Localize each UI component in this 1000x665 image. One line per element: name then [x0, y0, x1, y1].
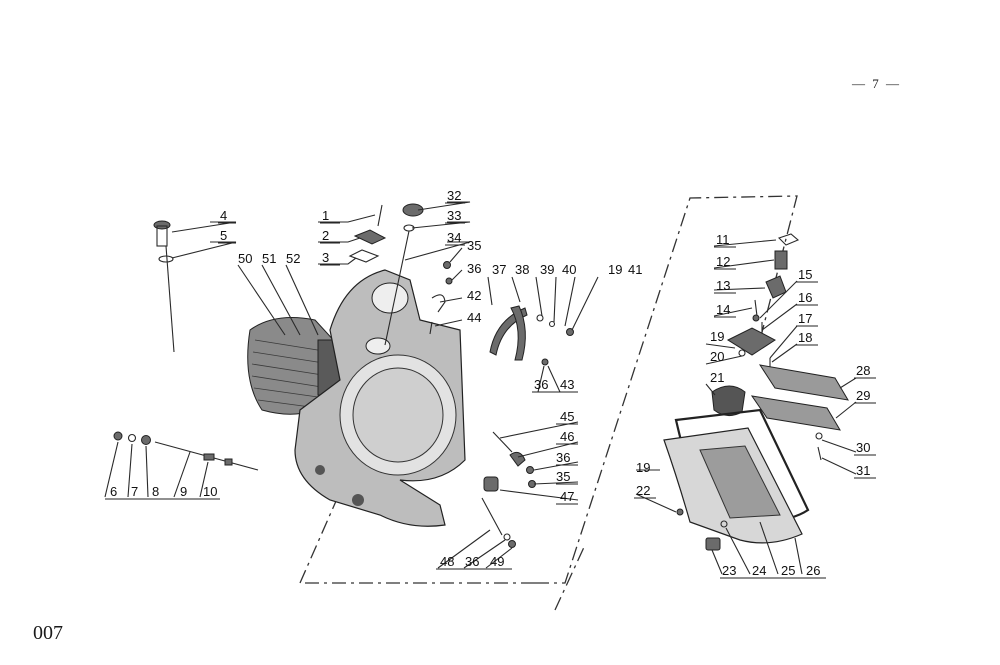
callout-23: 23 [722, 563, 736, 578]
callout-35-low: 35 [556, 469, 570, 484]
callout-29: 29 [856, 388, 870, 403]
callout-31: 31 [856, 463, 870, 478]
callout-7: 7 [131, 484, 138, 499]
callout-3: 3 [322, 250, 329, 265]
callout-25: 25 [781, 563, 795, 578]
callout-30: 30 [856, 440, 870, 455]
callout-19-pump: 19 [710, 329, 724, 344]
callout-36-low: 36 [556, 450, 570, 465]
callout-34: 34 [447, 230, 461, 245]
callout-41: 41 [628, 262, 642, 277]
callout-35-top: 35 [467, 238, 481, 253]
callout-33: 33 [447, 208, 461, 223]
callout-39: 39 [540, 262, 554, 277]
callout-15: 15 [798, 267, 812, 282]
callout-labels: 1 2 3 4 5 6 7 8 9 10 11 12 13 14 15 16 1… [110, 188, 870, 578]
callout-4: 4 [220, 208, 227, 223]
callout-17: 17 [798, 311, 812, 326]
callout-36-top: 36 [467, 261, 481, 276]
callout-50: 50 [238, 251, 252, 266]
callout-10: 10 [203, 484, 217, 499]
callout-6: 6 [110, 484, 117, 499]
callout-22: 22 [636, 483, 650, 498]
shift-shaft-part [113, 431, 259, 471]
callout-46: 46 [560, 429, 574, 444]
callout-37: 37 [492, 262, 506, 277]
callout-13: 13 [716, 278, 730, 293]
crankcase-part [294, 269, 466, 527]
callout-8: 8 [152, 484, 159, 499]
callout-16: 16 [798, 290, 812, 305]
callout-26: 26 [806, 563, 820, 578]
callout-40: 40 [562, 262, 576, 277]
sump-pan-parts [663, 408, 823, 551]
callout-24: 24 [752, 563, 766, 578]
assembly-boundary-dashed [299, 195, 798, 611]
callout-51: 51 [262, 251, 276, 266]
callout-19-pan: 19 [636, 460, 650, 475]
callout-19-mid: 19 [608, 262, 622, 277]
callout-43: 43 [560, 377, 574, 392]
callout-36-bottom: 36 [465, 554, 479, 569]
callout-32: 32 [447, 188, 461, 203]
callout-48: 48 [440, 554, 454, 569]
callout-18: 18 [798, 330, 812, 345]
callout-1: 1 [322, 208, 329, 223]
callout-49: 49 [490, 554, 504, 569]
callout-14: 14 [716, 302, 730, 317]
callout-47: 47 [560, 489, 574, 504]
callout-36-mid: 36 [534, 377, 548, 392]
dipstick-part [153, 220, 175, 353]
breather-parts [348, 203, 424, 346]
sheet-code: 007 [33, 622, 63, 644]
oil-screens [750, 364, 849, 431]
callout-44: 44 [467, 310, 481, 325]
callout-21: 21 [710, 370, 724, 385]
callout-2: 2 [322, 228, 329, 243]
callout-underlines [105, 202, 876, 579]
callout-52: 52 [286, 251, 300, 266]
callout-38: 38 [515, 262, 529, 277]
callout-5: 5 [220, 228, 227, 243]
shoe-parts [429, 261, 574, 366]
callout-28: 28 [856, 363, 870, 378]
callout-42: 42 [467, 288, 481, 303]
page-number-marker: — 7 — [852, 76, 901, 91]
callout-12: 12 [716, 254, 730, 269]
callout-20: 20 [710, 349, 724, 364]
oil-pump-parts [711, 233, 800, 416]
callout-9: 9 [180, 484, 187, 499]
callout-11: 11 [716, 232, 730, 247]
leader-lines [104, 201, 857, 575]
cylinder-head-part [247, 317, 341, 415]
callout-45: 45 [560, 409, 574, 424]
